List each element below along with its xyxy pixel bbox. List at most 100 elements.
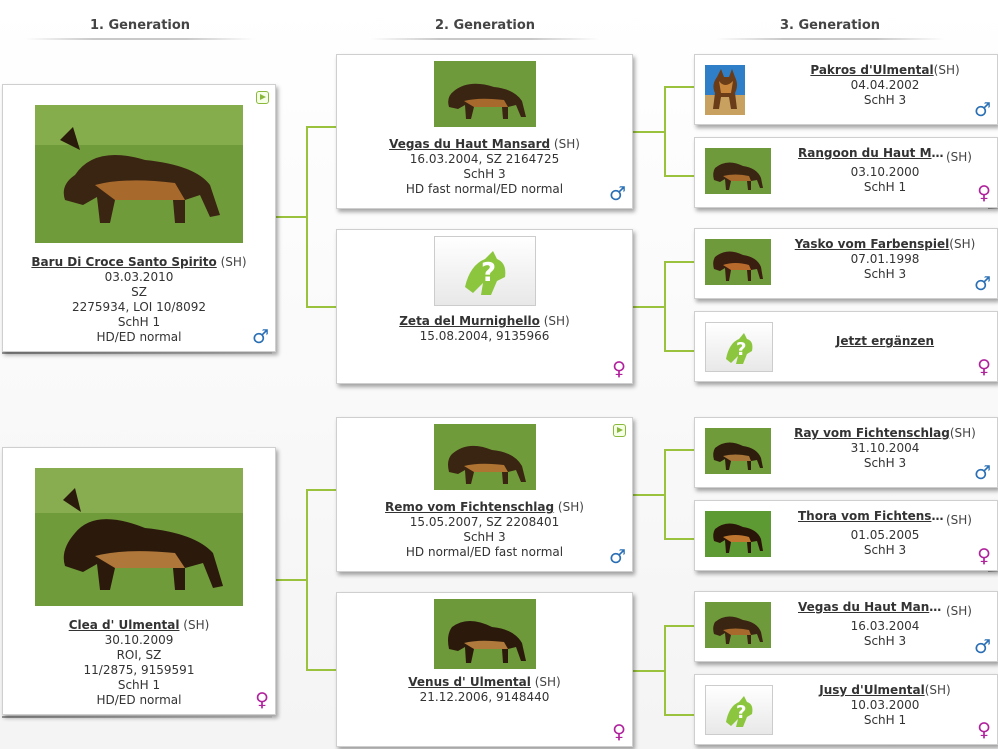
dog-photo[interactable]	[35, 468, 243, 606]
female-symbol-icon: ♀	[255, 689, 269, 711]
pedigree-connector	[633, 494, 665, 496]
dog-info-line: 11/2875, 9159591	[83, 663, 195, 677]
dog-photo[interactable]	[705, 65, 745, 118]
male-symbol-icon: ♂	[973, 99, 991, 121]
pedigree-connector	[633, 306, 665, 308]
pedigree-connector	[633, 131, 665, 133]
generation-1-header: 1. Generation	[25, 18, 255, 40]
shelf-line	[988, 570, 998, 572]
shelf-line	[2, 716, 272, 718]
play-video-icon[interactable]	[613, 424, 626, 437]
pedigree-connector	[664, 449, 694, 451]
dog-info-line: SchH 1	[117, 315, 161, 329]
unknown-dog-placeholder-icon[interactable]: ?	[433, 236, 536, 306]
reg-suffix: (SH)	[543, 314, 570, 328]
pedigree-connector	[664, 714, 694, 716]
pedigree-connector	[664, 86, 666, 177]
gen2-card-dam-dam[interactable]: Venus d' Ulmental (SH) 21.12.2006, 91484…	[336, 592, 633, 747]
male-symbol-icon: ♂	[973, 462, 991, 484]
dog-photo[interactable]	[705, 511, 771, 560]
dog-photo[interactable]	[35, 105, 243, 243]
reg-suffix: (SH)	[220, 255, 247, 269]
dog-name-link[interactable]: Yasko vom Farbenspiel	[794, 237, 950, 251]
male-symbol-icon: ♂	[973, 273, 991, 295]
reg-suffix: (SH)	[949, 237, 976, 251]
dog-info-line: SchH 3	[863, 543, 907, 557]
reg-suffix: (SH)	[534, 675, 561, 689]
dog-info-line: SchH 3	[463, 167, 506, 181]
dog-name-link[interactable]: Jusy d'Ulmental	[819, 683, 925, 697]
dog-info-line: HD/ED normal	[96, 693, 182, 707]
gen3-card[interactable]: ? Jetzt ergänzen ♀	[694, 311, 998, 382]
svg-text:?: ?	[736, 702, 746, 723]
dog-info-line: HD normal/ED fast normal	[405, 545, 564, 559]
male-symbol-icon: ♂	[608, 546, 626, 568]
reg-suffix: (SH)	[924, 683, 951, 697]
dog-name-link[interactable]: Pakros d'Ulmental	[810, 63, 934, 77]
gen3-card[interactable]: Ray vom Fichtenschlag(SH) 31.10.2004 Sch…	[694, 417, 998, 488]
gen3-card[interactable]: Thora vom Fichtensc...(SH) 01.05.2005 Sc…	[694, 500, 998, 571]
gen2-card-dam-sire[interactable]: Remo vom Fichtenschlag (SH) 15.05.2007, …	[336, 417, 633, 572]
shelf-line	[988, 207, 998, 209]
pedigree-connector	[664, 625, 694, 627]
dog-photo[interactable]	[433, 424, 536, 490]
dog-info-line: HD/ED normal	[96, 330, 182, 344]
dog-info-line: 03.03.2010	[104, 270, 174, 284]
gen1-card-sire[interactable]: Baru Di Croce Santo Spirito (SH) 03.03.2…	[2, 84, 276, 352]
reg-suffix: (SH)	[933, 63, 960, 77]
dog-info-line: SchH 3	[863, 634, 907, 648]
dog-photo[interactable]	[705, 602, 771, 651]
dog-name-link[interactable]: Vegas du Haut Mans...	[797, 600, 946, 614]
reg-suffix: (SH)	[949, 426, 976, 440]
dog-name-link[interactable]: Venus d' Ulmental	[408, 675, 531, 689]
gen3-card[interactable]: Rangoon du Haut Ma...(SH) 03.10.2000 Sch…	[694, 137, 998, 208]
dog-photo[interactable]	[433, 61, 536, 127]
gen3-card[interactable]: Vegas du Haut Mans...(SH) 16.03.2004 Sch…	[694, 591, 998, 662]
pedigree-connector	[306, 126, 308, 308]
dog-info-line: SchH 3	[863, 456, 907, 470]
play-video-icon[interactable]	[256, 91, 269, 104]
dog-name-link[interactable]: Ray vom Fichtenschlag	[794, 426, 950, 440]
dog-name-link[interactable]: Zeta del Murnighello	[399, 314, 540, 328]
dog-info-line: 15.05.2007, SZ 2208401	[409, 515, 560, 529]
dog-photo[interactable]	[433, 599, 536, 669]
female-symbol-icon: ♀	[977, 545, 991, 567]
gen3-card[interactable]: ? Jusy d'Ulmental(SH) 10.03.2000 SchH 1 …	[694, 674, 998, 745]
dog-info-line: SZ	[131, 285, 147, 299]
dog-name-link[interactable]: Remo vom Fichtenschlag	[385, 500, 555, 514]
pedigree-connector	[276, 579, 307, 581]
dog-info-line: HD fast normal/ED normal	[405, 182, 564, 196]
pedigree-connector	[306, 489, 308, 671]
dog-photo[interactable]	[705, 428, 771, 477]
dog-name-link[interactable]: Clea d' Ulmental	[68, 618, 180, 632]
gen3-card[interactable]: Pakros d'Ulmental(SH) 04.04.2002 SchH 3 …	[694, 54, 998, 125]
pedigree-connector	[664, 449, 666, 540]
dog-info-line: 10.03.2000	[850, 698, 920, 712]
unknown-dog-placeholder-icon[interactable]: ?	[705, 322, 773, 372]
dog-info-line: 21.12.2006, 9148440	[419, 690, 550, 704]
pedigree-connector	[306, 489, 336, 491]
dog-name-link[interactable]: Rangoon du Haut Ma...	[797, 146, 946, 160]
unknown-dog-placeholder-icon[interactable]: ?	[705, 685, 773, 735]
gen2-card-sire-dam[interactable]: ? Zeta del Murnighello (SH) 15.08.2004, …	[336, 229, 633, 384]
gen1-card-dam[interactable]: Clea d' Ulmental (SH) 30.10.2009 ROI, SZ…	[2, 447, 276, 715]
dog-info-line: SchH 3	[463, 530, 506, 544]
reg-suffix: (SH)	[553, 137, 580, 151]
dog-photo[interactable]	[705, 148, 771, 197]
female-symbol-icon: ♀	[977, 719, 991, 741]
pedigree-connector	[664, 86, 694, 88]
dog-info-line: SchH 1	[117, 678, 161, 692]
gen2-card-sire-sire[interactable]: Vegas du Haut Mansard (SH) 16.03.2004, S…	[336, 54, 633, 209]
gen3-card[interactable]: Yasko vom Farbenspiel(SH) 07.01.1998 Sch…	[694, 228, 998, 299]
dog-name-link[interactable]: Thora vom Fichtensc...	[797, 509, 946, 523]
reg-suffix: (SH)	[945, 513, 972, 527]
add-ancestor-link[interactable]: Jetzt ergänzen	[835, 334, 935, 348]
dog-info-line: SchH 1	[863, 713, 907, 727]
dog-name-link[interactable]: Vegas du Haut Mansard	[389, 137, 551, 151]
dog-name-link[interactable]: Baru Di Croce Santo Spirito	[31, 255, 217, 269]
shelf-line	[2, 352, 272, 354]
generation-3-header: 3. Generation	[715, 18, 945, 40]
reg-suffix: (SH)	[557, 500, 584, 514]
dog-photo[interactable]	[705, 239, 771, 288]
pedigree-connector	[664, 625, 666, 716]
